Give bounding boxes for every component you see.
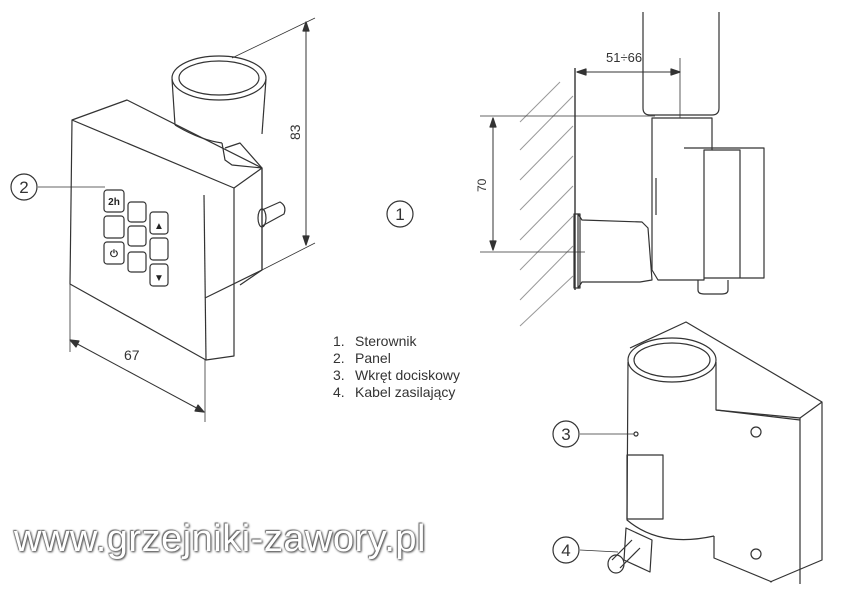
callout-1: 1 xyxy=(395,205,404,224)
dimension-width: 67 xyxy=(124,347,140,363)
control-panel xyxy=(103,189,169,287)
watermark: www.grzejniki-zawory.pl xyxy=(14,518,427,560)
legend-item: 4.Kabel zasilający xyxy=(333,384,456,400)
callout-2: 2 xyxy=(19,178,28,197)
down-arrow-icon: ▼ xyxy=(154,273,164,284)
up-arrow-icon: ▲ xyxy=(154,221,164,232)
dimension-depth: 70 xyxy=(475,178,489,192)
legend-item: 3.Wkręt dociskowy xyxy=(333,367,461,383)
side-view xyxy=(386,12,765,327)
power-icon: ⏻ xyxy=(110,248,118,260)
dimension-height: 83 xyxy=(287,124,303,140)
parts-legend: 1.Sterownik 2.Panel 3.Wkręt dociskowy 4.… xyxy=(333,333,460,401)
callout-3: 3 xyxy=(561,425,570,444)
dimension-offset: 51÷66 xyxy=(606,50,642,65)
timer-button-label: 2h xyxy=(108,197,120,208)
legend-item: 1.Sterownik xyxy=(333,333,417,349)
legend-item: 2.Panel xyxy=(333,350,391,366)
callout-4: 4 xyxy=(561,541,570,560)
rear-view xyxy=(552,321,823,584)
front-view xyxy=(10,17,316,422)
